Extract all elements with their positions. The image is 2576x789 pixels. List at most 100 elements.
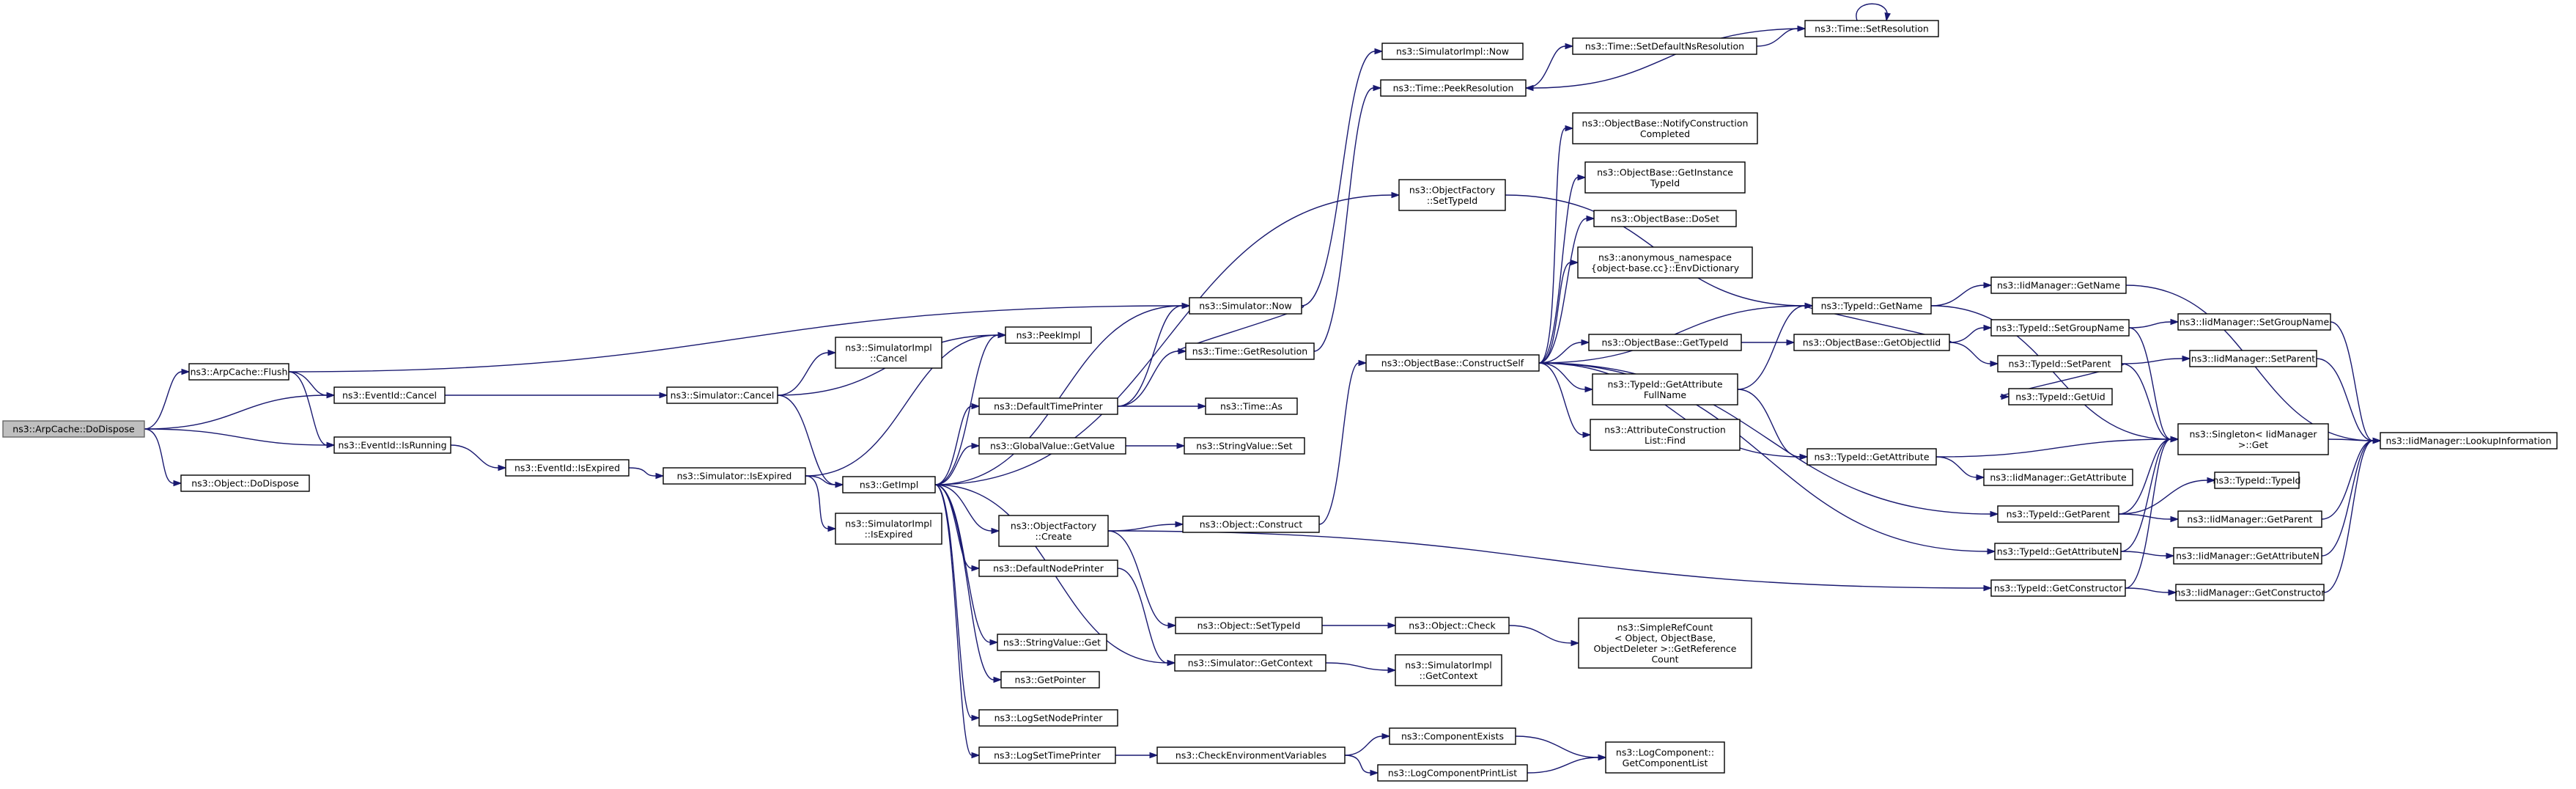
function-node[interactable]: ns3::SimpleRefCount< Object, ObjectBase,… bbox=[1578, 617, 1752, 669]
edge-line bbox=[2128, 321, 2171, 329]
function-node[interactable]: ns3::EventId::IsExpired bbox=[505, 459, 630, 477]
function-node[interactable]: ns3::EventId::Cancel bbox=[333, 386, 446, 404]
function-node[interactable]: ns3::Simulator::IsExpired bbox=[663, 467, 806, 485]
function-node[interactable]: ns3::TypeId::TypeId bbox=[2213, 471, 2301, 489]
function-node[interactable]: ns3::IidManager::SetGroupName bbox=[2177, 313, 2331, 331]
function-node[interactable]: ns3::TypeId::GetAttributeN bbox=[1994, 543, 2122, 560]
node-label: ns3::PeekImpl bbox=[1016, 330, 1081, 341]
function-node[interactable]: ns3::ObjectBase::DoSet bbox=[1593, 210, 1737, 227]
function-node[interactable]: ns3::DefaultNodePrinter bbox=[978, 559, 1118, 577]
function-node[interactable]: ns3::GetPointer bbox=[1000, 671, 1100, 689]
function-node[interactable]: ns3::ObjectFactory::SetTypeId bbox=[1398, 179, 1506, 211]
arrowhead bbox=[1391, 191, 1400, 199]
function-node[interactable]: ns3::LogComponent::GetComponentList bbox=[1605, 741, 1725, 774]
function-node[interactable]: ns3::IidManager::GetAttribute bbox=[1983, 469, 2133, 486]
function-node[interactable]: ns3::PeekImpl bbox=[1005, 326, 1092, 344]
function-node[interactable]: ns3::Time::SetResolution bbox=[1804, 20, 1939, 37]
arrowhead bbox=[827, 349, 837, 356]
function-node[interactable]: ns3::TypeId::SetParent bbox=[1997, 355, 2122, 373]
function-node[interactable]: ns3::IidManager::GetName bbox=[1990, 276, 2127, 294]
function-node[interactable]: ns3::Time::GetResolution bbox=[1185, 342, 1315, 360]
node-label: ns3::ComponentExists bbox=[1401, 731, 1504, 742]
edge-line bbox=[934, 405, 973, 485]
node-label: ns3::EventId::Cancel bbox=[342, 390, 437, 401]
node-label: ns3::LogSetTimePrinter bbox=[994, 750, 1101, 761]
function-node[interactable]: ns3::TypeId::GetParent bbox=[1997, 505, 2119, 523]
function-node[interactable]: ns3::GlobalValue::GetValue bbox=[978, 437, 1126, 455]
edge-line bbox=[144, 428, 174, 484]
function-node[interactable]: ns3::IidManager::SetParent bbox=[2189, 350, 2317, 367]
function-node[interactable]: ns3::ArpCache::Flush bbox=[188, 363, 289, 381]
edge-line bbox=[2118, 480, 2208, 515]
function-node[interactable]: ns3::ObjectBase::ConstructSelf bbox=[1365, 354, 1540, 372]
function-node[interactable]: ns3::LogComponentPrintList bbox=[1377, 764, 1528, 782]
node-box bbox=[978, 437, 1126, 455]
function-node[interactable]: ns3::Object::DoDispose bbox=[180, 474, 310, 492]
function-node[interactable]: ns3::Singleton< IidManager>::Get bbox=[2177, 423, 2329, 455]
call-edge bbox=[1107, 530, 1993, 592]
function-node[interactable]: ns3::Simulator::Now bbox=[1189, 297, 1302, 315]
function-node[interactable]: ns3::Time::PeekResolution bbox=[1380, 79, 1527, 97]
function-node[interactable]: ns3::ObjectBase::GetTypeId bbox=[1588, 334, 1742, 351]
root-function-node[interactable]: ns3::ArpCache::DoDispose bbox=[2, 420, 145, 438]
node-label: ns3::StringValue::Get bbox=[1003, 637, 1101, 648]
edge-line bbox=[1527, 757, 1599, 774]
function-node[interactable]: ns3::IidManager::LookupInformation bbox=[2380, 432, 2558, 449]
arrowhead bbox=[827, 525, 837, 532]
function-node[interactable]: ns3::IidManager::GetConstructor bbox=[2175, 584, 2325, 601]
call-edge bbox=[144, 428, 182, 487]
function-node[interactable]: ns3::TypeId::SetGroupName bbox=[1990, 319, 2130, 337]
function-node[interactable]: ns3::SimulatorImpl::GetContext bbox=[1395, 654, 1502, 686]
call-edge bbox=[934, 484, 981, 759]
function-node[interactable]: ns3::CheckEnvironmentVariables bbox=[1156, 746, 1346, 764]
function-node[interactable]: ns3::Object::Construct bbox=[1182, 515, 1320, 533]
function-node[interactable]: ns3::SimulatorImpl::IsExpired bbox=[835, 513, 942, 545]
function-node[interactable]: ns3::LogSetTimePrinter bbox=[978, 746, 1116, 764]
function-node[interactable]: ns3::ObjectFactory::Create bbox=[998, 515, 1109, 547]
arrowhead bbox=[971, 442, 981, 449]
function-node[interactable]: ns3::GetImpl bbox=[842, 476, 936, 493]
node-box bbox=[978, 559, 1118, 577]
node-box bbox=[1983, 469, 2133, 486]
function-node[interactable]: ns3::Object::Check bbox=[1395, 617, 1510, 634]
function-node[interactable]: ns3::SimulatorImpl::Cancel bbox=[835, 337, 942, 369]
function-node[interactable]: ns3::SimulatorImpl::Now bbox=[1381, 43, 1524, 60]
function-node[interactable]: ns3::TypeId::GetAttribute bbox=[1806, 448, 1937, 466]
call-edge bbox=[1117, 348, 1187, 407]
function-node[interactable]: ns3::IidManager::GetParent bbox=[2177, 510, 2322, 528]
function-node[interactable]: ns3::EventId::IsRunning bbox=[333, 436, 451, 454]
function-node[interactable]: ns3::Time::As bbox=[1205, 397, 1298, 415]
node-label: ns3::ObjectBase::ConstructSelf bbox=[1381, 358, 1524, 369]
function-node[interactable]: ns3::ObjectBase::GetObjectIid bbox=[1793, 334, 1950, 351]
arrowhead bbox=[2001, 393, 2010, 400]
function-node[interactable]: ns3::Simulator::GetContext bbox=[1174, 654, 1326, 672]
arrowhead bbox=[1990, 510, 1999, 518]
function-node[interactable]: ns3::LogSetNodePrinter bbox=[978, 709, 1118, 727]
arrowhead bbox=[1358, 359, 1368, 367]
function-node[interactable]: ns3::TypeId::GetUid bbox=[2008, 388, 2113, 405]
node-box bbox=[1365, 354, 1540, 372]
node-box bbox=[2173, 547, 2322, 565]
function-node[interactable]: ns3::TypeId::GetName bbox=[1812, 297, 1932, 315]
node-label: ns3::SimulatorImpl bbox=[1405, 659, 1491, 670]
edge-line bbox=[777, 394, 836, 485]
function-node[interactable]: ns3::DefaultTimePrinter bbox=[978, 397, 1118, 415]
function-node[interactable]: ns3::Time::SetDefaultNsResolution bbox=[1572, 37, 1757, 55]
function-node[interactable]: ns3::TypeId::GetConstructor bbox=[1990, 579, 2126, 597]
function-node[interactable]: ns3::ComponentExists bbox=[1389, 727, 1516, 745]
call-edge bbox=[2128, 318, 2180, 329]
node-label: ns3::SimpleRefCount bbox=[1617, 622, 1713, 633]
function-node[interactable]: ns3::StringValue::Set bbox=[1184, 437, 1305, 455]
function-node[interactable]: ns3::Object::SetTypeId bbox=[1175, 617, 1323, 634]
node-label: ns3::TypeId::GetAttribute bbox=[1607, 378, 1722, 389]
function-node[interactable]: ns3::StringValue::Get bbox=[997, 634, 1107, 651]
arrowhead bbox=[1175, 521, 1184, 528]
function-node[interactable]: ns3::anonymous_namespace{object-base.cc}… bbox=[1577, 246, 1753, 279]
function-node[interactable]: ns3::IidManager::GetAttributeN bbox=[2173, 547, 2322, 565]
function-node[interactable]: ns3::Simulator::Cancel bbox=[666, 386, 778, 404]
function-node[interactable]: ns3::ObjectBase::NotifyConstructionCompl… bbox=[1572, 112, 1758, 144]
edge-line bbox=[2125, 587, 2169, 593]
